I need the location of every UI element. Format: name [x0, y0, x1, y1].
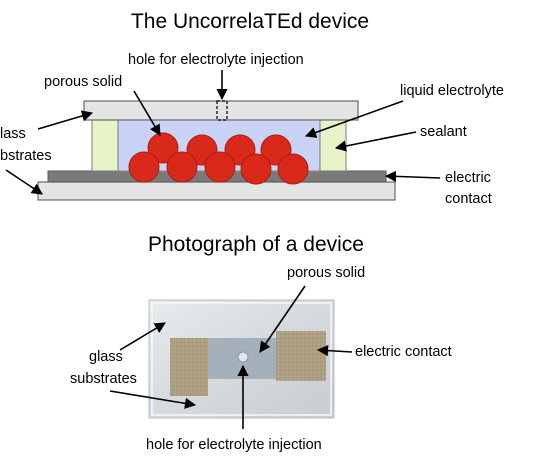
arrow-liquid-electrolyte [304, 100, 404, 138]
photo-injection-hole [237, 351, 249, 363]
photo-arrow-glass-top [119, 322, 166, 351]
schematic-arrows [5, 70, 441, 195]
photo-glass-highlight [151, 302, 332, 416]
particle [128, 151, 160, 183]
photo-label-glass-line2: substrates [70, 371, 137, 387]
sealant-left [91, 119, 119, 172]
photo-arrow-glass-bottom [109, 390, 197, 409]
particle [147, 132, 179, 164]
arrow-glass-top [37, 110, 94, 130]
label-electric-contact-line1: electric [445, 170, 491, 186]
photo-label-glass-line1: glass [89, 349, 123, 365]
top-glass-substrate [83, 100, 359, 121]
photo-arrow-porous-solid [259, 285, 306, 353]
photo-arrows [109, 285, 353, 429]
sealant-right [319, 119, 347, 172]
porous-solid-particles [128, 132, 309, 185]
label-sealant: sealant [420, 124, 467, 140]
photo-contact-left [170, 338, 208, 396]
label-hole-injection: hole for electrolyte injection [128, 52, 304, 68]
device-schematic [37, 100, 396, 201]
particle [204, 151, 236, 183]
diagram-title: The UncorrelaTEd device [131, 10, 369, 33]
label-liquid-electrolyte: liquid electrolyte [400, 83, 504, 99]
photo-contact-right [276, 331, 326, 381]
arrow-sealant [334, 131, 417, 152]
photo-title: Photograph of a device [148, 233, 364, 256]
arrow-electric-contact [384, 170, 441, 182]
arrow-porous-solid [133, 90, 161, 136]
particle [240, 153, 272, 185]
label-glass-line2: bstrates [0, 148, 52, 164]
device-photograph [148, 299, 335, 419]
particle [277, 153, 309, 185]
photo-label-porous-solid: porous solid [287, 265, 365, 281]
label-electric-contact-line2: contact [445, 191, 492, 207]
injection-hole [216, 100, 228, 121]
photo-arrow-electric-contact [316, 345, 353, 357]
bottom-glass-substrate [37, 181, 396, 201]
label-glass-line1: lass [0, 126, 26, 142]
photo-label-hole: hole for electrolyte injection [146, 437, 322, 453]
arrow-glass-bottom [5, 169, 43, 195]
particle [166, 151, 198, 183]
photo-label-electric-contact: electric contact [355, 344, 452, 360]
label-porous-solid: porous solid [44, 74, 122, 90]
